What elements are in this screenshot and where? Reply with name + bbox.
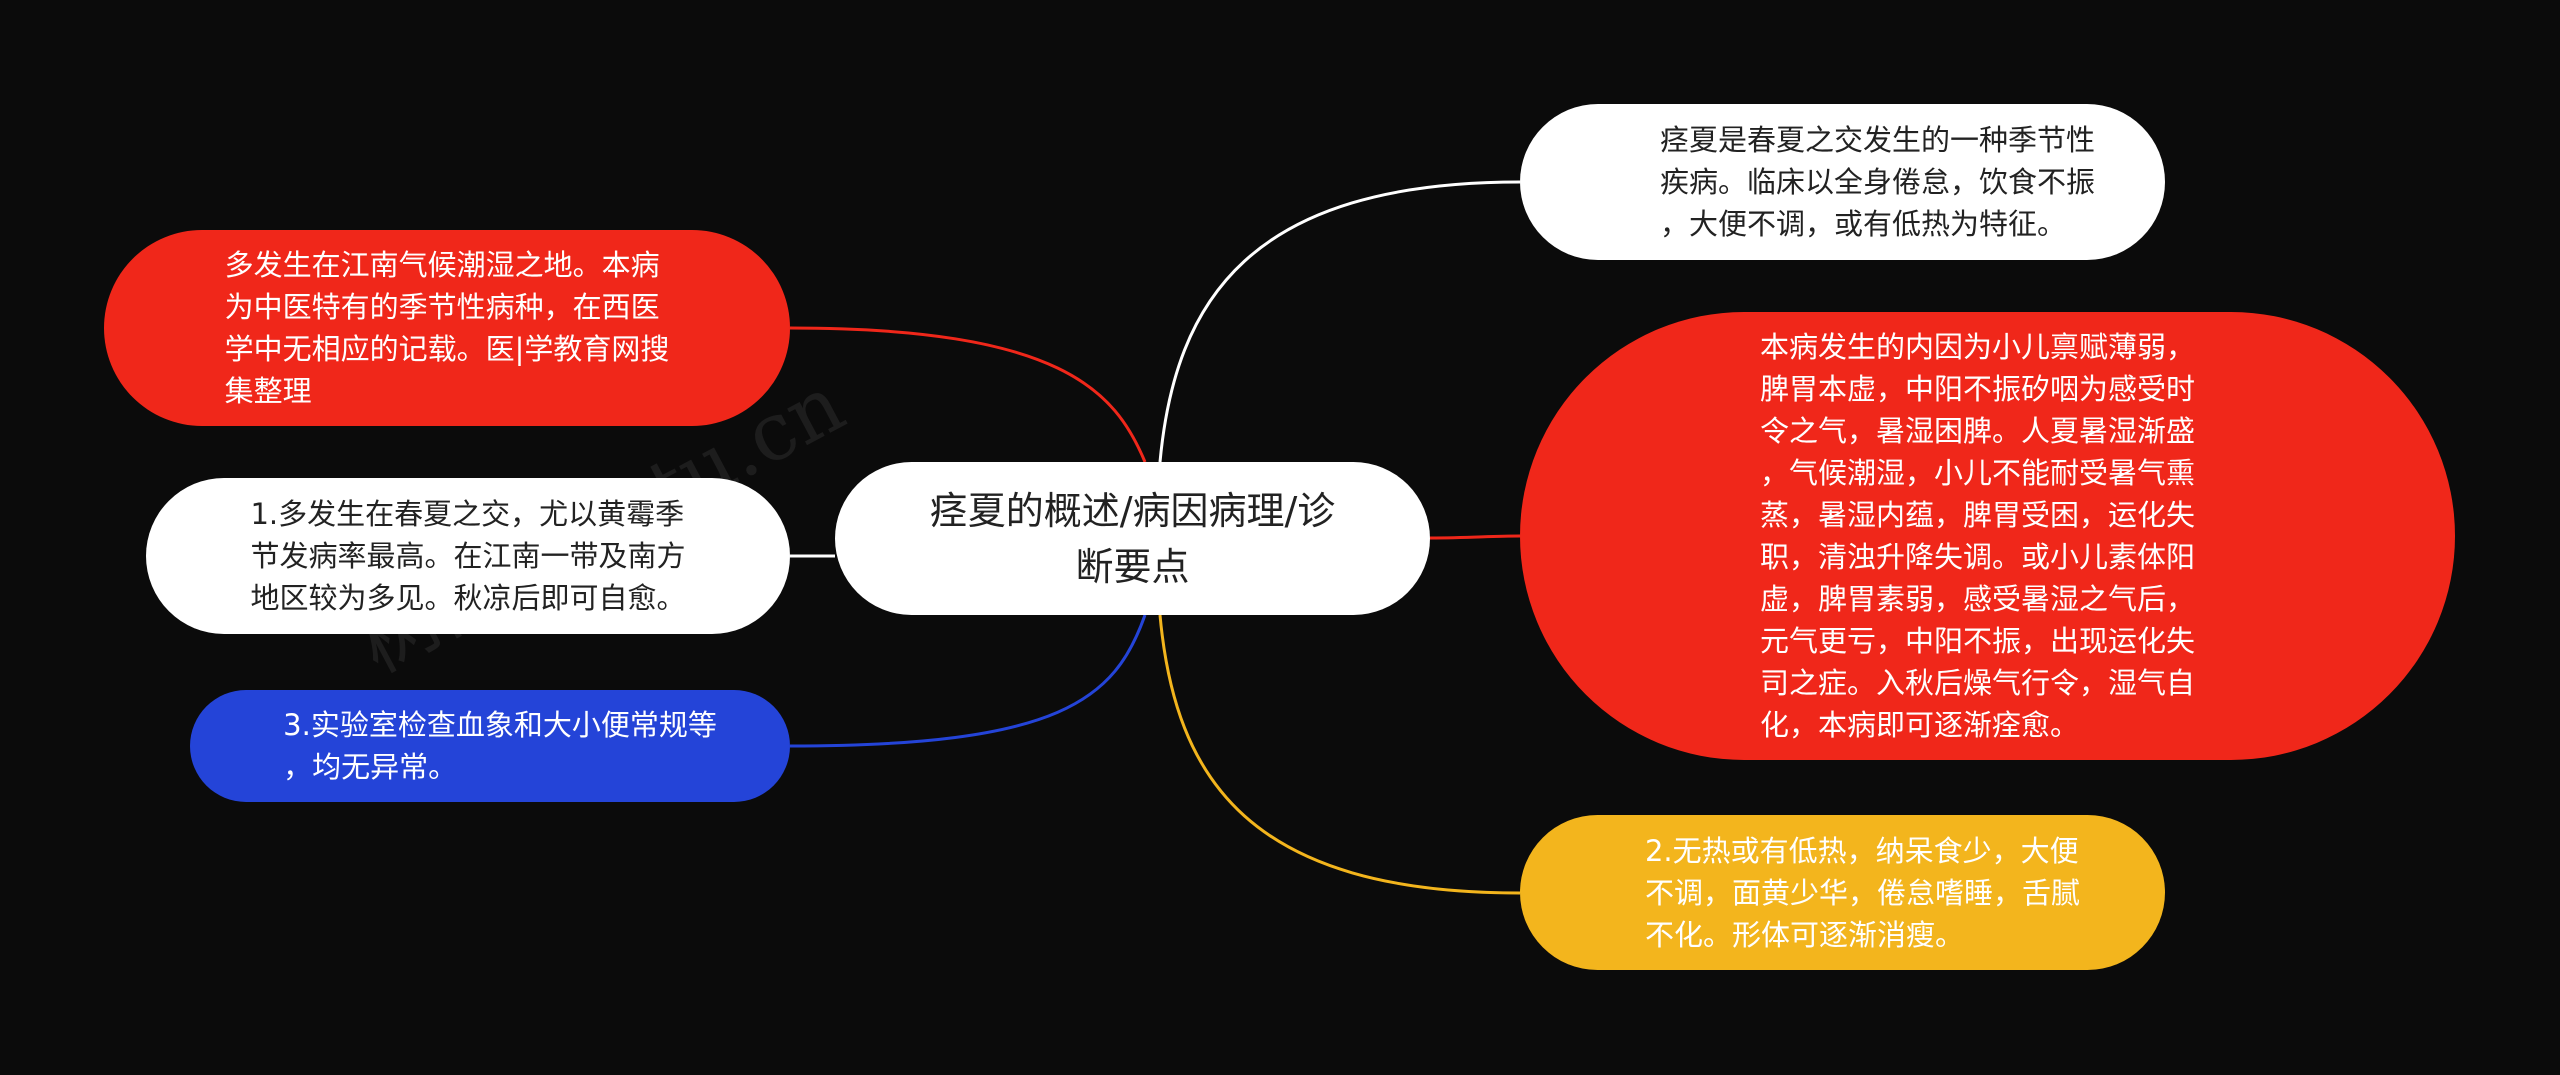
- link-to-bottom-left: [789, 614, 1147, 748]
- link-to-bottom-right: [1158, 614, 1521, 895]
- topic-text: 3.实验室检查血象和大小便常规等 ，均无异常。: [283, 708, 717, 784]
- topic-text: 1.多发生在春夏之交，尤以黄霉季 节发病率最高。在江南一带及南方 地区较为多见。…: [250, 497, 686, 615]
- topic-node-lab-tests[interactable]: 3.实验室检查血象和大小便常规等 ，均无异常。: [190, 690, 790, 802]
- topic-node-etiology[interactable]: 本病发生的内因为小儿禀赋薄弱， 脾胃本虚，中阳不振矽咽为感受时 令之气，暑湿困脾…: [1520, 312, 2455, 760]
- topic-node-definition[interactable]: 痉夏是春夏之交发生的一种季节性 疾病。临床以全身倦怠，饮食不振 ，大便不调，或有…: [1520, 104, 2165, 260]
- central-topic-text: 痉夏的概述/病因病理/诊 断要点: [929, 488, 1336, 589]
- topic-node-season[interactable]: 1.多发生在春夏之交，尤以黄霉季 节发病率最高。在江南一带及南方 地区较为多见。…: [146, 478, 790, 634]
- link-to-top-right: [1158, 180, 1521, 463]
- central-topic-node[interactable]: 痉夏的概述/病因病理/诊 断要点: [835, 462, 1430, 615]
- link-to-right-large: [1429, 534, 1521, 540]
- link-to-top-left: [789, 326, 1147, 463]
- topic-text: 本病发生的内因为小儿禀赋薄弱， 脾胃本虚，中阳不振矽咽为感受时 令之气，暑湿困脾…: [1759, 330, 2195, 742]
- topic-text: 多发生在江南气候潮湿之地。本病 为中医特有的季节性病种，在西医 学中无相应的记载…: [224, 248, 670, 408]
- topic-node-region[interactable]: 多发生在江南气候潮湿之地。本病 为中医特有的季节性病种，在西医 学中无相应的记载…: [104, 230, 790, 426]
- topic-text: 2.无热或有低热，纳呆食少，大便 不调，面黄少华，倦怠嗜睡，舌腻 不化。形体可逐…: [1644, 833, 2080, 952]
- topic-node-symptoms[interactable]: 2.无热或有低热，纳呆食少，大便 不调，面黄少华，倦怠嗜睡，舌腻 不化。形体可逐…: [1520, 815, 2165, 970]
- topic-text: 痉夏是春夏之交发生的一种季节性 疾病。临床以全身倦怠，饮食不振 ，大便不调，或有…: [1659, 123, 2095, 241]
